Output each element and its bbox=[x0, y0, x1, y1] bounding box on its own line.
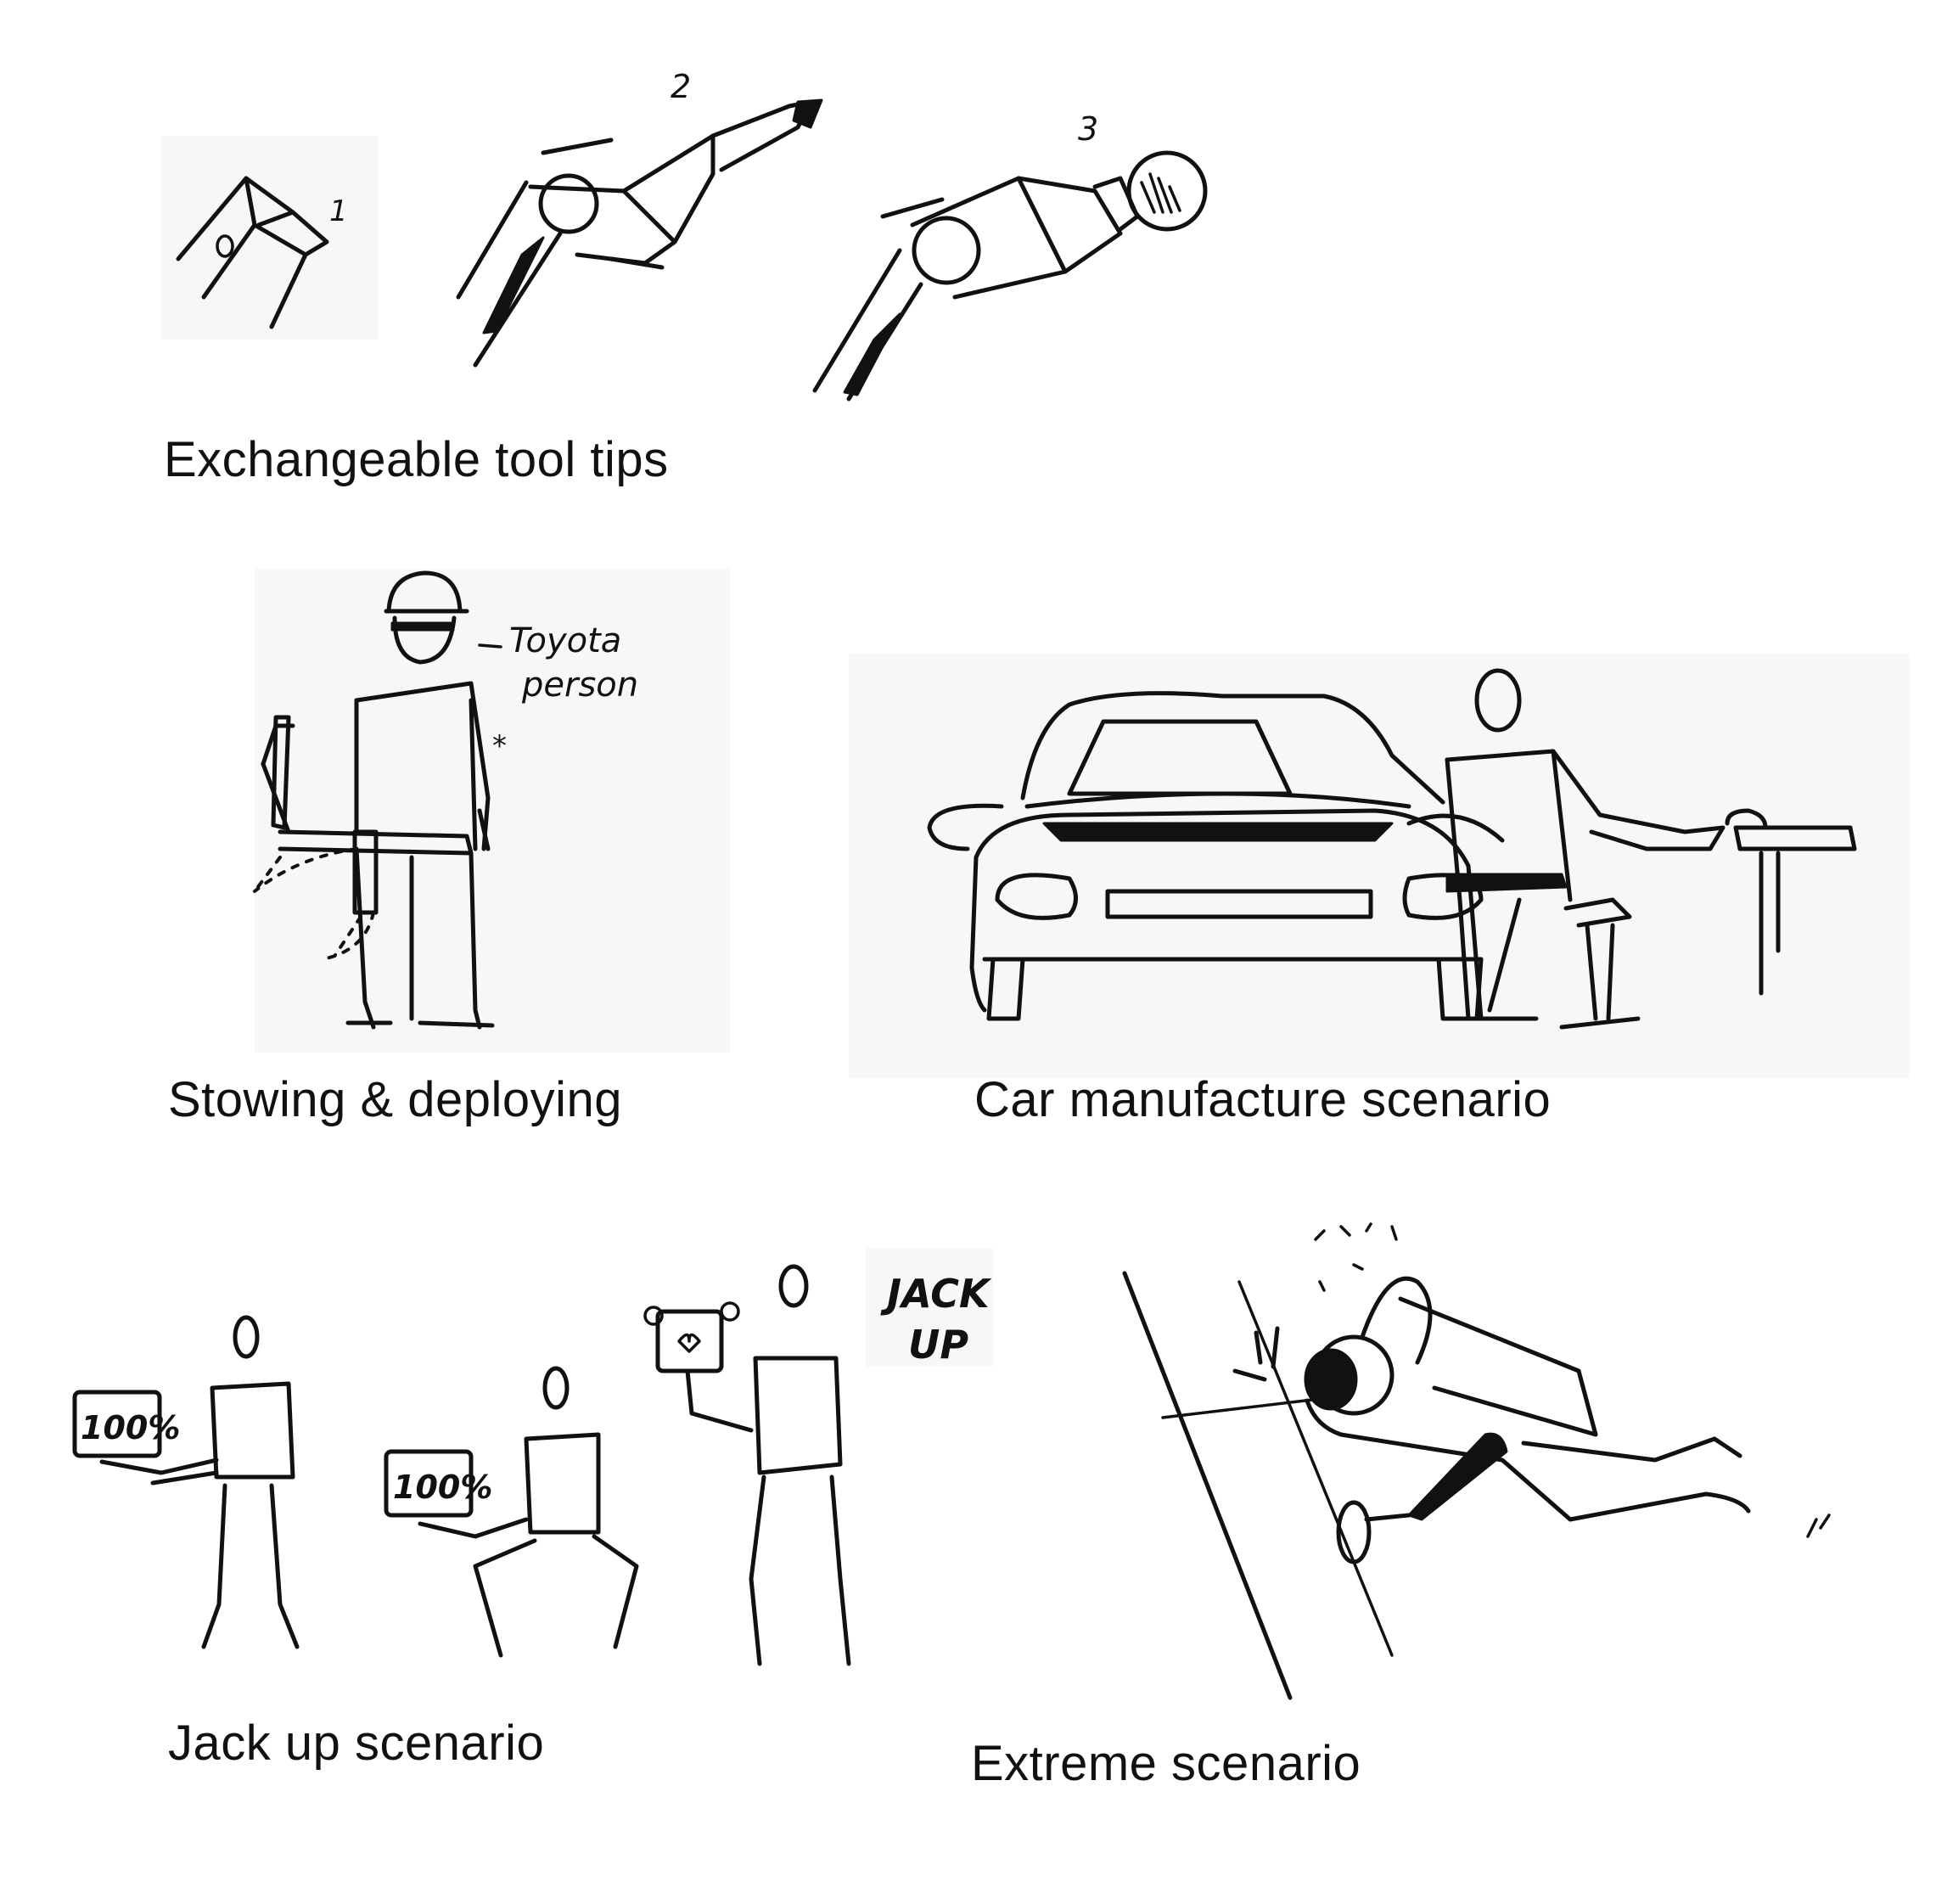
caption-exchangeable-tool-tips: Exchangeable tool tips bbox=[164, 432, 669, 487]
box-label-1: 100% bbox=[81, 1409, 180, 1446]
tool-tip-1-number: 1 bbox=[329, 194, 348, 228]
tool-tip-2-number: 2 bbox=[671, 68, 691, 105]
person-with-arm-drawing: Toyota person * bbox=[253, 570, 638, 1030]
paper-patch bbox=[255, 569, 730, 1053]
paper-patch bbox=[849, 654, 1910, 1078]
jack-up-sketch: 100% 100% JACK UP bbox=[0, 1231, 1061, 1706]
tool-tip-3-drawing: 3 bbox=[812, 110, 1208, 402]
annotation-toyota: Toyota bbox=[509, 621, 621, 660]
seated-worker-drawing bbox=[1445, 668, 1857, 1030]
car-drawing bbox=[927, 691, 1505, 1021]
tool-tip-2-drawing: 2 bbox=[456, 68, 823, 368]
worker-pressing-wall-drawing bbox=[1122, 1222, 1831, 1700]
tool-tips-sketch: 1 2 3 bbox=[0, 0, 1273, 424]
caption-extreme-scenario: Extreme scenario bbox=[971, 1736, 1361, 1791]
heart-icon bbox=[677, 1333, 701, 1353]
person-lifting-box-overhead: JACK UP bbox=[643, 1264, 992, 1666]
tool-tip-1-drawing: 1 bbox=[176, 176, 348, 329]
person-holding-box-2: 100% bbox=[384, 1366, 639, 1658]
annotation-person: person bbox=[521, 666, 638, 705]
tool-tips-drawing: 1 2 3 bbox=[161, 68, 1208, 402]
caption-stowing-deploying: Stowing & deploying bbox=[168, 1072, 623, 1127]
paper-patch bbox=[866, 1248, 993, 1367]
extreme-sketch bbox=[1061, 1214, 1910, 1723]
box-label-2: 100% bbox=[393, 1469, 492, 1506]
stowing-sketch: Toyota person * bbox=[0, 552, 849, 1061]
tool-tip-3-number: 3 bbox=[1078, 110, 1098, 148]
car-manufacture-sketch bbox=[849, 645, 1918, 1087]
asterisk-note: * bbox=[492, 729, 507, 763]
caption-jack-up-scenario: Jack up scenario bbox=[168, 1716, 545, 1771]
person-holding-box-1: 100% bbox=[72, 1315, 300, 1649]
jack-up-drawing: 100% 100% JACK UP bbox=[72, 1248, 993, 1666]
annotation-up: UP bbox=[908, 1322, 968, 1368]
caption-car-manufacture-scenario: Car manufacture scenario bbox=[974, 1072, 1552, 1127]
annotation-jack: JACK bbox=[880, 1271, 992, 1317]
stowing-drawing: Toyota person * bbox=[253, 569, 730, 1053]
extreme-drawing bbox=[1122, 1222, 1831, 1700]
car-manufacture-drawing bbox=[849, 654, 1910, 1078]
